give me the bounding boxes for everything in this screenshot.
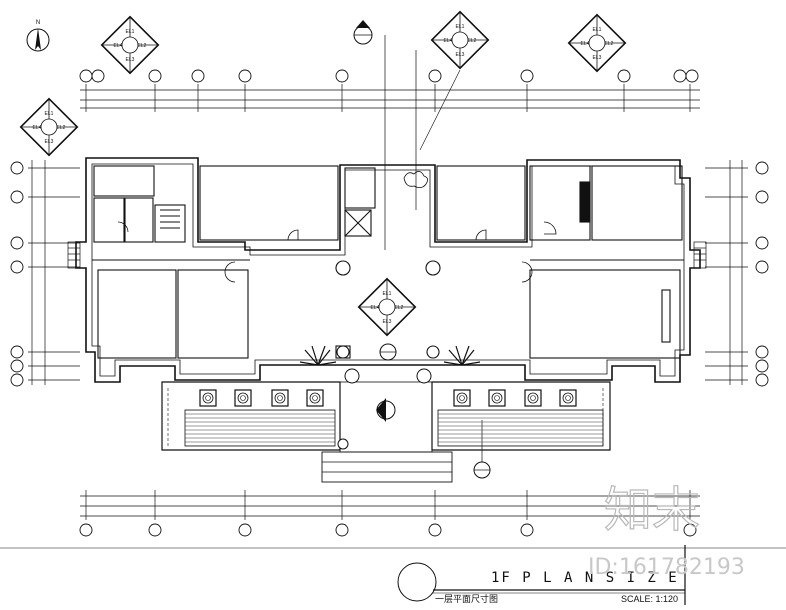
plan-scale: SCALE: 1:120 [621, 594, 678, 604]
grid-bubbles-right [755, 161, 769, 387]
elevation-index-tag [19, 97, 79, 157]
title-block: 1F P L A N S I Z E 一层平面尺寸图 SCALE: 1:120 [395, 556, 695, 605]
sheet-border [0, 545, 786, 605]
left-dimension-line [28, 160, 80, 385]
right-dimension-line [705, 160, 748, 385]
elevation-index-tag [357, 277, 417, 337]
bottom-dimension-line [80, 490, 700, 520]
section-marker-icon [379, 343, 397, 361]
grid-bubbles-bottom [79, 523, 697, 537]
elevation-index-tag [430, 10, 490, 70]
grid-bubbles-top [79, 69, 699, 83]
elevation-index-tag [567, 13, 627, 73]
title-circle-icon [397, 562, 437, 602]
plan-title: 1F P L A N S I Z E [491, 570, 679, 586]
section-marker-icon [376, 398, 396, 422]
side-steps [67, 241, 707, 269]
terrace [161, 368, 611, 483]
grid-bubbles-left [10, 161, 24, 387]
north-arrow-icon: N [26, 20, 50, 52]
doors [117, 221, 557, 283]
cloud-note-icon [403, 171, 428, 188]
section-marker-icon [353, 20, 386, 250]
interior-walls [92, 165, 684, 359]
top-dimension-line [80, 84, 700, 112]
palm-plant-icon [299, 345, 481, 366]
elevation-index-tag [100, 15, 160, 75]
north-label: N [36, 20, 40, 26]
plan-subtitle: 一层平面尺寸图 [435, 593, 498, 605]
hall-columns [335, 260, 441, 359]
